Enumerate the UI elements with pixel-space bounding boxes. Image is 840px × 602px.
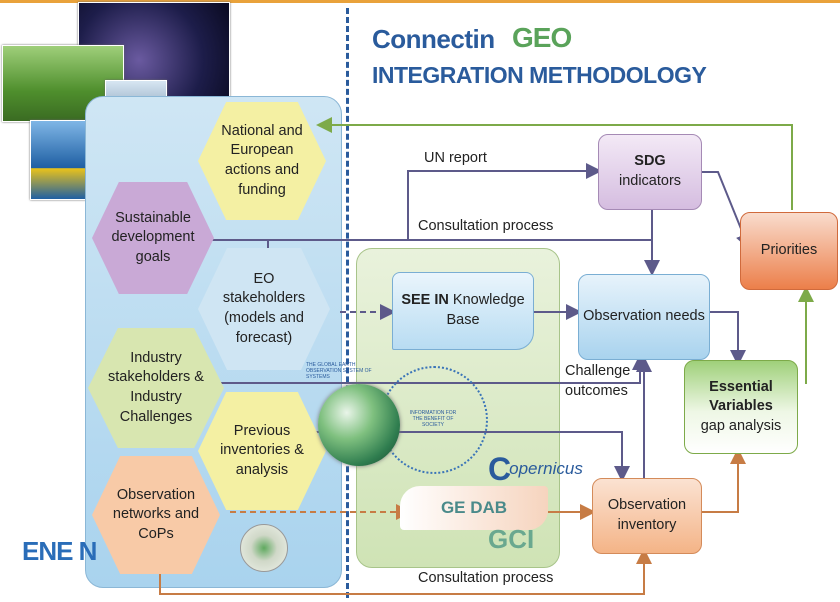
geoss-caption: THE GLOBAL EARTH OBSERVATION SYSTEM OF S… [306, 362, 372, 380]
consultation-process-bottom-label: Consultation process [418, 570, 554, 586]
geoss-center-text: INFORMATION FOR THE BENEFIT OF SOCIETY [409, 410, 457, 428]
observation-inventory-box: Observation inventory [592, 478, 702, 554]
europe-map-icon [240, 524, 288, 572]
consultation-process-top-label: Consultation process [418, 218, 554, 234]
un-report-label: UN report [424, 150, 487, 166]
seein-knowledge-base: SEE IN Knowledge Base [392, 272, 534, 350]
geodab-logo: GE DAB [400, 486, 548, 530]
title-methodology: INTEGRATION METHODOLOGY [372, 62, 707, 88]
title-geo-logo: GEO [512, 22, 572, 53]
hex-observation-networks: Observation networks and CoPs [92, 456, 220, 574]
dashed-divider [346, 8, 349, 598]
title-connectin: Connectin [372, 24, 495, 54]
eneon-logo: ENE N [22, 536, 97, 566]
hex-industry-stakeholders: Industry stakeholders & Industry Challen… [88, 328, 224, 448]
hex-previous-inventories: Previous inventories & analysis [198, 392, 326, 510]
priorities-box: Priorities [740, 212, 838, 290]
hex-national-european-actions: National and European actions and fundin… [198, 102, 326, 220]
top-accent-line [0, 0, 840, 3]
copernicus-logo: C opernicus [488, 451, 583, 487]
challenge-outcomes-label: Challenge outcomes [565, 363, 631, 399]
gci-logo: GCI [488, 524, 535, 554]
observation-needs-box: Observation needs [578, 274, 710, 360]
globe-icon [318, 384, 400, 466]
hex-sustainable-development-goals: Sustainable development goals [92, 182, 214, 294]
hex-eo-stakeholders: EO stakeholders (models and forecast) [198, 248, 330, 370]
